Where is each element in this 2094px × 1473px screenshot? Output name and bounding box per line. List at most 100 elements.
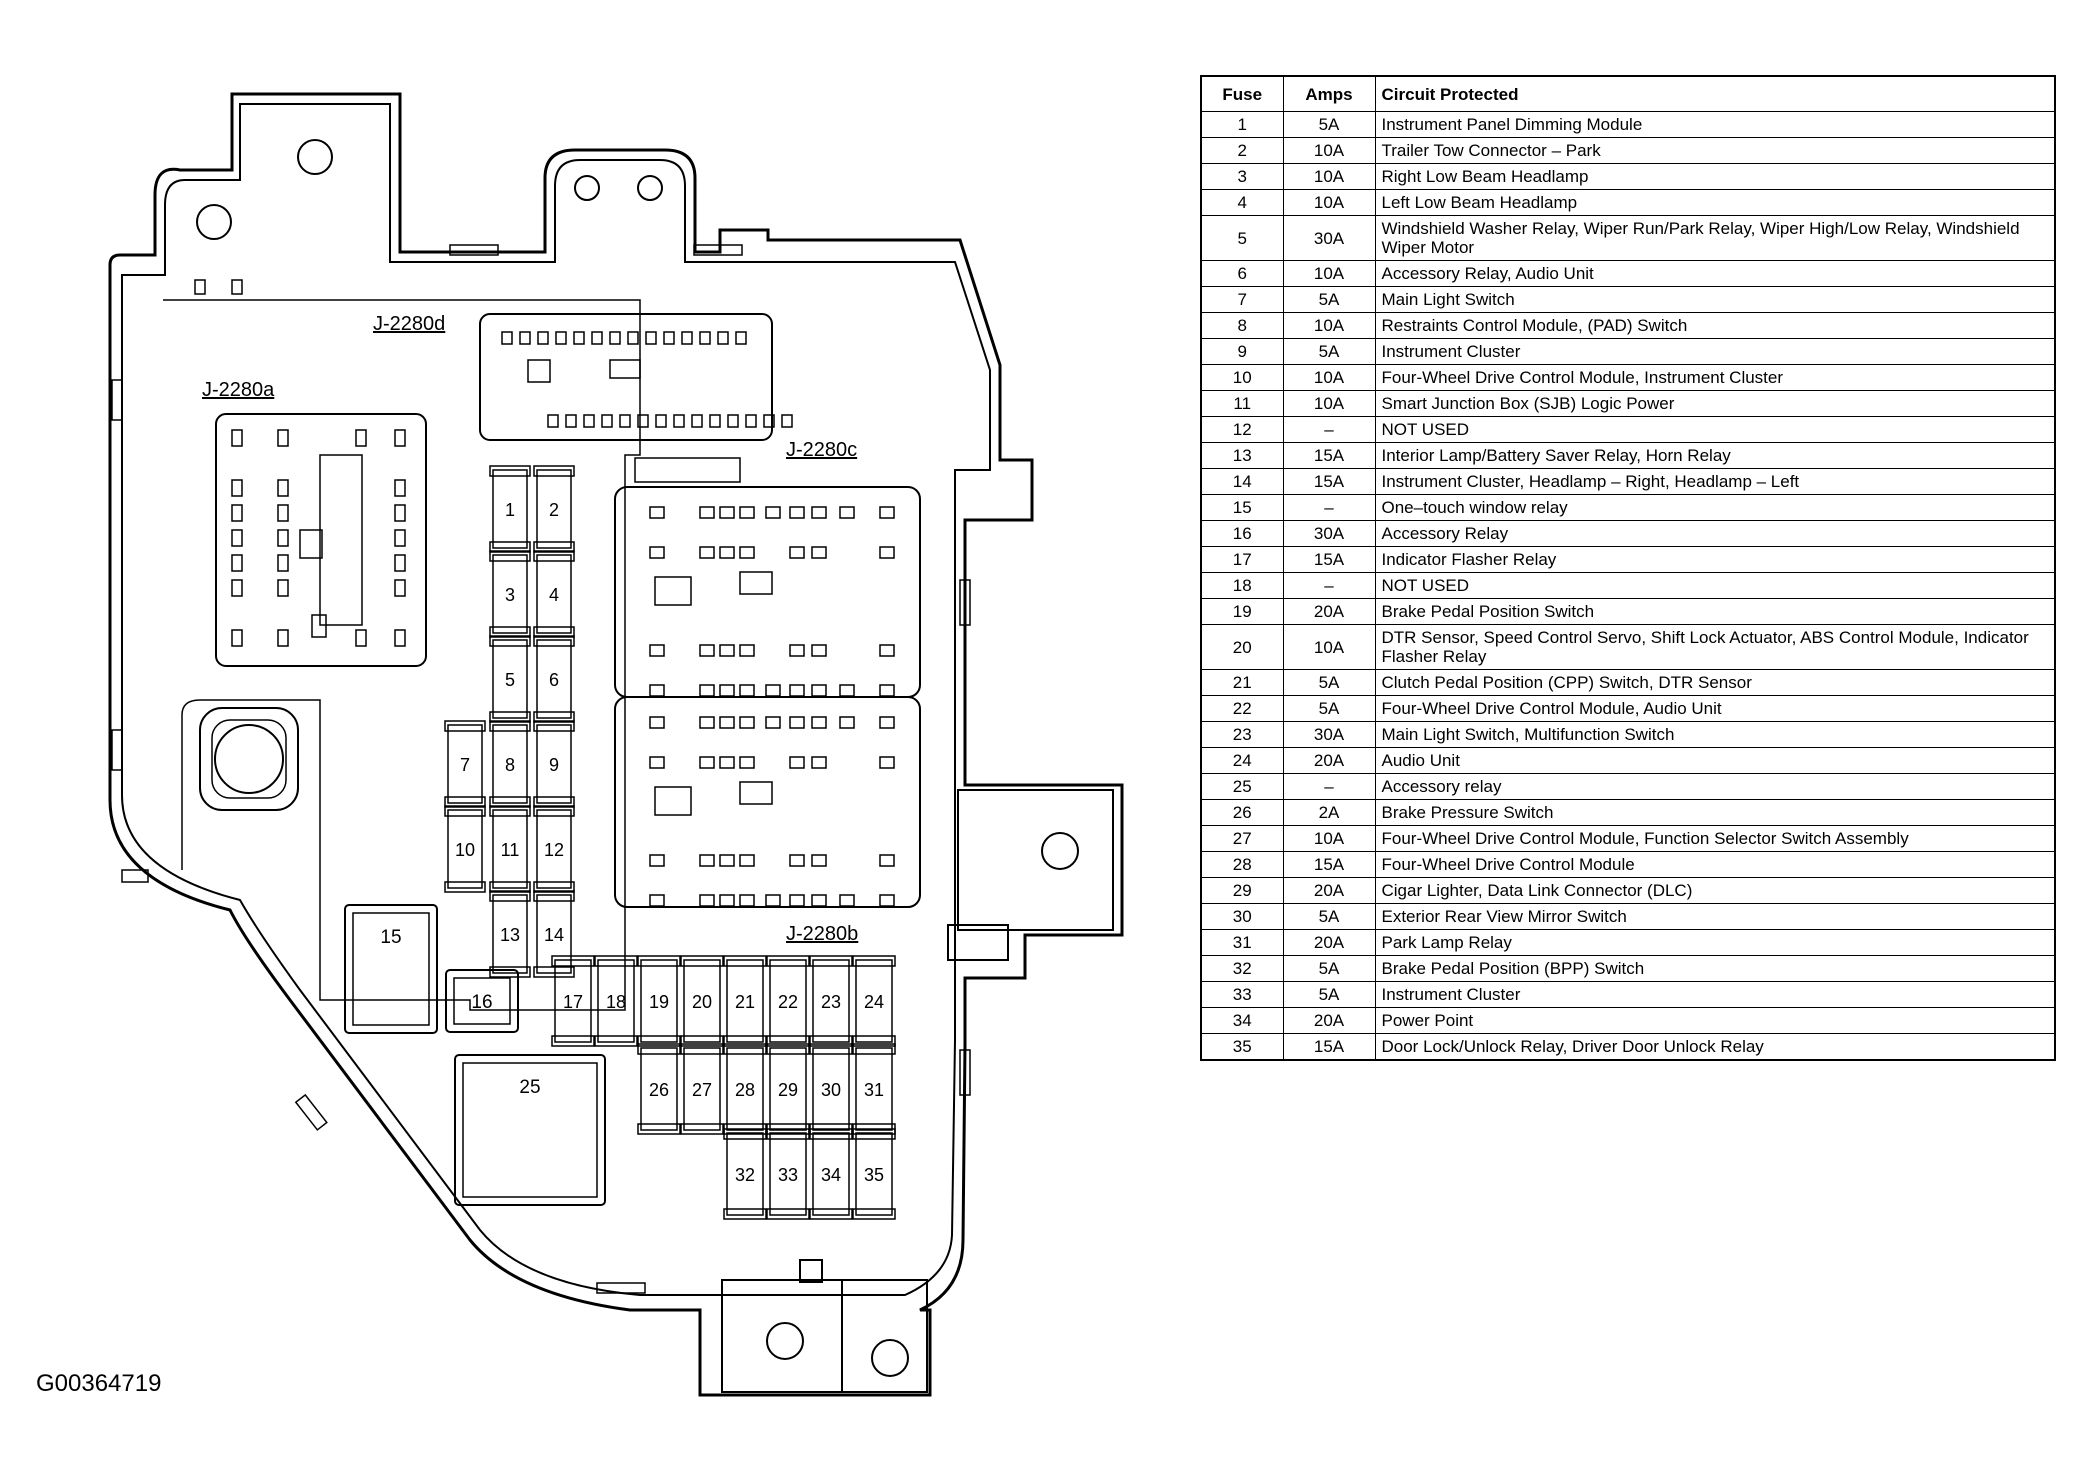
fuse-slot: [683, 959, 721, 1043]
connector-pin: [739, 546, 755, 559]
fuse-clip: [533, 966, 575, 978]
connector-pin: [649, 854, 665, 867]
fuse-number: 23: [1200, 721, 1284, 748]
connector-pin: [231, 529, 243, 547]
fuse-number: 29: [1200, 877, 1284, 904]
fuse-number: 32: [1200, 955, 1284, 982]
circuit-protected: Four-Wheel Drive Control Module, Audio U…: [1374, 695, 2056, 722]
fuse-slot: [492, 554, 528, 634]
connector-pin: [231, 579, 243, 597]
mount-hole: [1041, 832, 1079, 870]
connector-pin: [565, 414, 577, 428]
connector-pin: [699, 756, 715, 769]
fuse-amps: 10A: [1282, 624, 1376, 670]
fuse-clip: [489, 720, 531, 732]
connector-label-j2280b: J-2280b: [786, 923, 858, 945]
fuse-clip: [551, 1035, 595, 1047]
connector-pin: [699, 854, 715, 867]
fuse-amps: 15A: [1282, 546, 1376, 573]
fuse-number-label: 11: [501, 840, 520, 860]
connector-j2280a: [215, 413, 427, 667]
connector-pin: [649, 546, 665, 559]
fuse-clip: [533, 890, 575, 902]
fuse-number: 11: [1200, 390, 1284, 417]
connector-pin: [789, 546, 805, 559]
fuse-clip: [489, 966, 531, 978]
fuse-slot: [597, 959, 635, 1043]
fuse-number-label: 27: [692, 1080, 712, 1100]
fuse-clip: [852, 1128, 896, 1140]
circuit-protected: Clutch Pedal Position (CPP) Switch, DTR …: [1374, 669, 2056, 696]
fuse-clip: [533, 626, 575, 638]
fuse-slot: [447, 724, 483, 804]
connector-pin: [627, 331, 639, 345]
fuse-number: 4: [1200, 189, 1284, 216]
connector-pin: [789, 684, 805, 697]
connector-pin: [355, 629, 367, 647]
connector-pin: [789, 716, 805, 729]
connector-pin: [691, 414, 703, 428]
connector-pin: [739, 684, 755, 697]
connector-pin: [699, 894, 715, 907]
connector-pin: [739, 571, 773, 595]
fuse-number: 25: [1200, 773, 1284, 800]
connector-pin: [789, 506, 805, 519]
connector-pin: [654, 576, 692, 606]
fuse-slot: [640, 959, 678, 1043]
fuse-number: 21: [1200, 669, 1284, 696]
connector-pin: [573, 331, 585, 345]
fuse-clip: [680, 1043, 724, 1055]
connector-pin: [609, 331, 621, 345]
table-row: 15–One–touch window relay: [1200, 494, 2056, 521]
fuse-amps: –: [1282, 416, 1376, 443]
circuit-protected: Main Light Switch: [1374, 286, 2056, 313]
connector-pin: [394, 529, 406, 547]
fuse-amps: 30A: [1282, 215, 1376, 261]
circuit-protected: Windshield Washer Relay, Wiper Run/Park …: [1374, 215, 2056, 261]
fuse-amps: 15A: [1282, 851, 1376, 878]
fuse-amps: 15A: [1282, 468, 1376, 495]
fuse-slot: [812, 1132, 850, 1216]
connector-pin: [673, 414, 685, 428]
fuse-amps: 5A: [1282, 903, 1376, 930]
circuit-protected: Restraints Control Module, (PAD) Switch: [1374, 312, 2056, 339]
connector-pin: [719, 684, 735, 697]
fuse-clip: [852, 1035, 896, 1047]
connector-pin: [811, 684, 827, 697]
fuse-amps: 5A: [1282, 955, 1376, 982]
circuit-protected: Four-Wheel Drive Control Module, Instrum…: [1374, 364, 2056, 391]
connector-pin: [519, 331, 531, 345]
connector-pin: [231, 629, 243, 647]
connector-pin: [277, 429, 289, 447]
connector-pin: [727, 414, 739, 428]
fuse-number-label: 17: [563, 992, 583, 1012]
connector-pin: [655, 414, 667, 428]
fuse-number-label: 26: [649, 1080, 669, 1100]
connector-pin: [277, 479, 289, 497]
connector-pin: [879, 546, 895, 559]
fuse-number: 35: [1200, 1033, 1284, 1061]
fuse-clip: [723, 1128, 767, 1140]
connector-pin: [763, 414, 775, 428]
connector-pin: [394, 504, 406, 522]
relay-16: [445, 969, 519, 1033]
fuse-clip: [766, 1035, 810, 1047]
fuse-number: 28: [1200, 851, 1284, 878]
fuse-clip: [637, 1123, 681, 1135]
connector-pin: [663, 331, 675, 345]
connector-pin: [879, 756, 895, 769]
side-clip: [947, 924, 1009, 961]
connector-pin: [537, 331, 549, 345]
fuse-amps: 10A: [1282, 163, 1376, 190]
fuse-number-label: 31: [864, 1080, 884, 1100]
connector-pin: [789, 894, 805, 907]
fuse-slot: [726, 1132, 764, 1216]
